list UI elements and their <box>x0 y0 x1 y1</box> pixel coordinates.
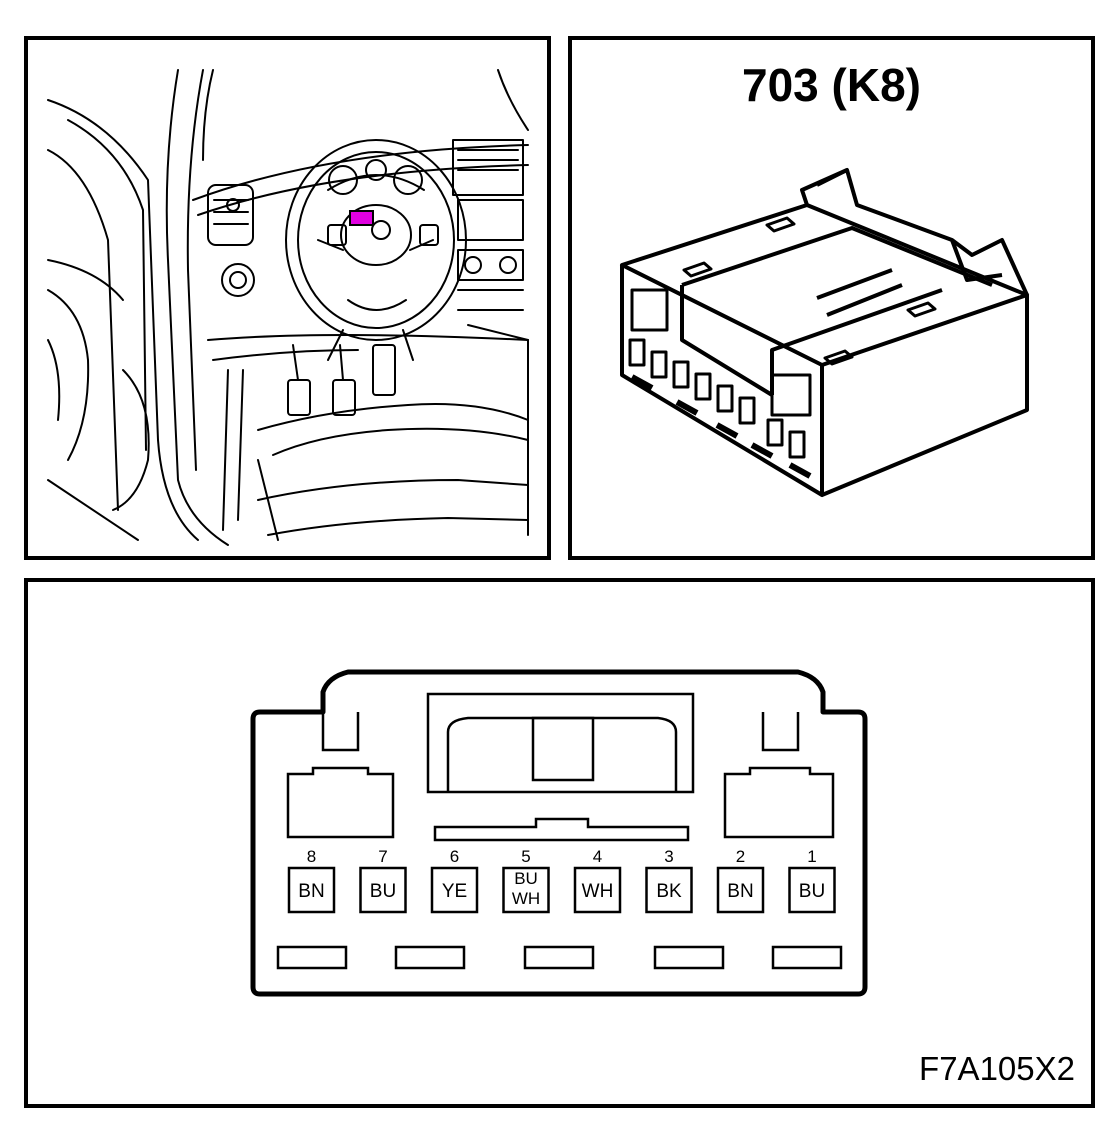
pin-6: 6YE <box>430 847 479 914</box>
pin-number: 2 <box>736 847 745 866</box>
pin-7: 7BU <box>359 847 407 914</box>
wire-color-label: WH <box>512 889 540 908</box>
pin-8: 8BN <box>287 847 336 914</box>
pin-cavity <box>430 866 479 914</box>
wire-color-label: BN <box>298 881 324 902</box>
location-diagram-panel <box>24 36 551 560</box>
pin-number: 6 <box>450 847 459 866</box>
pin-2: 2BN <box>716 847 765 914</box>
connector-title: 703 (K8) <box>742 59 921 111</box>
steering-column-connector-highlight <box>349 210 374 226</box>
pin-cavity <box>788 866 836 914</box>
connector-3d-drawing <box>620 168 1029 497</box>
wire-color-label: BU <box>370 881 396 902</box>
pin-cavity <box>645 866 693 914</box>
figure-code: F7A105X2 <box>919 1050 1075 1087</box>
pin-4: 4WH <box>573 847 622 914</box>
pin-number: 8 <box>307 847 316 866</box>
vehicle-interior-drawing <box>47 69 529 546</box>
pin-number: 4 <box>593 847 602 866</box>
pin-number: 3 <box>664 847 673 866</box>
pin-number: 1 <box>807 847 816 866</box>
wire-color-label: BN <box>727 881 753 902</box>
pin-cavity <box>573 866 622 914</box>
pin-1: 1BU <box>788 847 836 914</box>
pin-cavity <box>359 866 407 914</box>
wire-color-label: BK <box>656 881 682 902</box>
wire-color-label: BU <box>514 869 538 888</box>
pin-number: 7 <box>378 847 387 866</box>
wire-color-label: BU <box>799 881 825 902</box>
wire-color-label: WH <box>582 881 614 902</box>
connector-view-panel: 703 (K8) <box>568 36 1095 560</box>
pin-3: 3BK <box>645 847 693 914</box>
pin-cavity <box>502 866 550 914</box>
pin-cavity <box>716 866 765 914</box>
pin-number: 5 <box>521 847 530 866</box>
pin-cavity <box>287 866 336 914</box>
wire-color-label: YE <box>442 881 467 902</box>
